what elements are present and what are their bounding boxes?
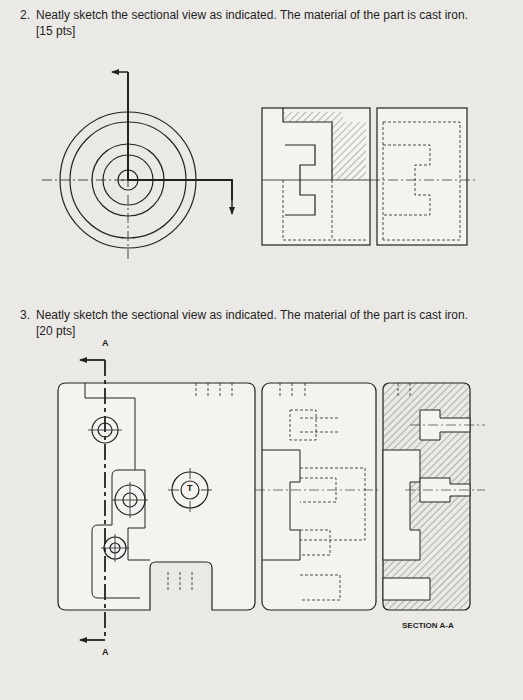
points-value: [20 pts]: [36, 324, 75, 338]
section-caption: SECTION A-A: [402, 621, 454, 631]
hole-symbol: T: [186, 483, 194, 494]
question-text: Neatly sketch the sectional view as indi…: [36, 308, 468, 322]
question-text: Neatly sketch the sectional view as indi…: [36, 8, 468, 22]
question-number: 3.: [20, 308, 30, 322]
points-value: [15 pts]: [36, 24, 75, 38]
section-letter: A: [102, 338, 109, 349]
question-number: 2.: [20, 8, 30, 22]
section-letter: A: [102, 647, 109, 658]
